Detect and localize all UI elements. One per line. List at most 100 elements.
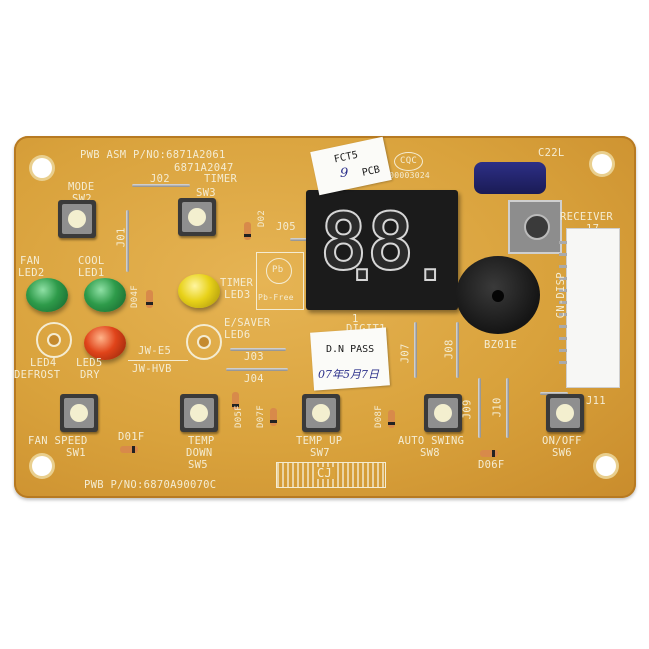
cqc-logo: CQC <box>394 152 424 171</box>
label-d07: D07F <box>255 405 266 428</box>
label-fan: FAN <box>20 255 40 267</box>
label-j09: J09 <box>461 399 474 420</box>
label-sw8: SW8 <box>420 447 440 459</box>
label-timer-led: TIMER <box>220 277 254 289</box>
label-mode: MODE <box>68 181 95 193</box>
label-jw-e5: JW-E5 <box>138 345 172 357</box>
label-sw3: SW3 <box>196 187 216 199</box>
label-fan-speed: FAN SPEED <box>28 435 88 447</box>
pb-free-mark <box>256 252 304 310</box>
label-pb: Pb <box>272 265 284 275</box>
label-jw-hvb: JW-HVB <box>132 363 172 375</box>
diode-d01 <box>120 446 138 453</box>
mounting-hole-top-right <box>592 154 612 174</box>
fan-led <box>26 278 68 312</box>
label-j10: J10 <box>491 397 504 418</box>
diode-d06 <box>480 450 498 457</box>
mounting-hole-top-left <box>32 158 52 178</box>
jumper-j11 <box>540 392 568 395</box>
label-receiver: RECEIVER <box>560 211 613 223</box>
label-sw7: SW7 <box>310 447 330 459</box>
diode-d05 <box>232 392 239 410</box>
display-dots: .. <box>343 225 481 295</box>
label-on-off: ON/OFF <box>542 435 582 447</box>
on-off-button[interactable] <box>546 394 584 432</box>
temp-down-button[interactable] <box>180 394 218 432</box>
label-digit1-pin: 1 <box>352 313 359 325</box>
cn-disp-connector <box>559 228 620 388</box>
label-d05: D05F <box>233 405 244 428</box>
temp-up-button[interactable] <box>302 394 340 432</box>
board-part-number-alt: 6871A2047 <box>174 162 234 174</box>
label-led3: LED3 <box>224 289 251 301</box>
label-d01: D01F <box>118 431 145 443</box>
label-j07: J07 <box>399 343 412 364</box>
fan-speed-button[interactable] <box>60 394 98 432</box>
label-cj: CJ <box>314 467 336 479</box>
label-j04: J04 <box>244 373 264 385</box>
label-timer: TIMER <box>204 173 238 185</box>
label-bz01e: BZ01E <box>484 339 518 351</box>
label-temp-up: TEMP UP <box>296 435 343 447</box>
label-j11: J11 <box>586 395 606 407</box>
seven-segment-display: 88 .. <box>306 190 458 310</box>
defrost-led-footprint <box>36 322 72 358</box>
label-d06: D06F <box>478 459 505 471</box>
label-d02: D02 <box>257 209 268 228</box>
buzzer <box>456 256 540 334</box>
label-d08: D08F <box>373 405 384 428</box>
cool-led <box>84 278 126 312</box>
board-part-number: PWB ASM P/NO:6871A2061 <box>80 149 226 161</box>
label-j05: J05 <box>276 221 296 233</box>
label-sw1: SW1 <box>66 447 86 459</box>
board-footer-part-number: PWB P/NO:6870A90070C <box>84 479 217 491</box>
mounting-hole-bottom-right <box>596 456 616 476</box>
label-j02: J02 <box>150 173 170 185</box>
esaver-led-footprint <box>186 324 222 360</box>
jumper-j04 <box>226 368 288 371</box>
diode-d02 <box>244 222 251 240</box>
label-led4: LED4 <box>30 357 57 369</box>
label-esaver: E/SAVER <box>224 317 271 329</box>
label-defrost: DEFROST <box>14 369 61 381</box>
label-d04: D04F <box>129 285 140 308</box>
diode-d04 <box>146 290 153 308</box>
jumper-j02 <box>132 184 190 187</box>
label-led2: LED2 <box>18 267 45 279</box>
timer-led <box>178 274 220 308</box>
display-digits: 88 <box>319 198 415 288</box>
label-down: DOWN <box>186 447 213 459</box>
label-cn-disp: CN-DISP <box>554 272 567 319</box>
mode-button[interactable] <box>58 200 96 238</box>
label-dry: DRY <box>80 369 100 381</box>
capacitor-c22l <box>474 162 546 194</box>
timer-button[interactable] <box>178 198 216 236</box>
jumper-j08 <box>456 322 459 378</box>
label-temp: TEMP <box>188 435 215 447</box>
label-led6: LED6 <box>224 329 251 341</box>
auto-swing-button[interactable] <box>424 394 462 432</box>
label-auto-swing: AUTO SWING <box>398 435 465 447</box>
pass-label: D.N PASS <box>326 344 375 355</box>
pass-date: 07年5月7日 <box>318 368 379 381</box>
jumper-j09 <box>478 378 481 438</box>
fct-code: 9 <box>340 166 349 181</box>
cert-number: 000003024 <box>384 171 431 180</box>
ir-receiver <box>508 200 562 254</box>
pb-free-icon <box>266 258 292 284</box>
dry-led <box>84 326 126 360</box>
jumper-j05 <box>290 238 310 241</box>
label-sw6: SW6 <box>552 447 572 459</box>
label-led5: LED5 <box>76 357 103 369</box>
diode-d08 <box>388 410 395 428</box>
label-j08: J08 <box>443 339 456 360</box>
jumper-j03 <box>230 348 286 351</box>
mounting-hole-bottom-left <box>32 456 52 476</box>
jumper-j01 <box>126 210 129 272</box>
jw-divider <box>128 360 188 361</box>
label-j03: J03 <box>244 351 264 363</box>
jumper-j10 <box>506 378 509 438</box>
label-led1: LED1 <box>78 267 105 279</box>
label-c22l: C22L <box>538 147 565 159</box>
label-sw5: SW5 <box>188 459 208 471</box>
